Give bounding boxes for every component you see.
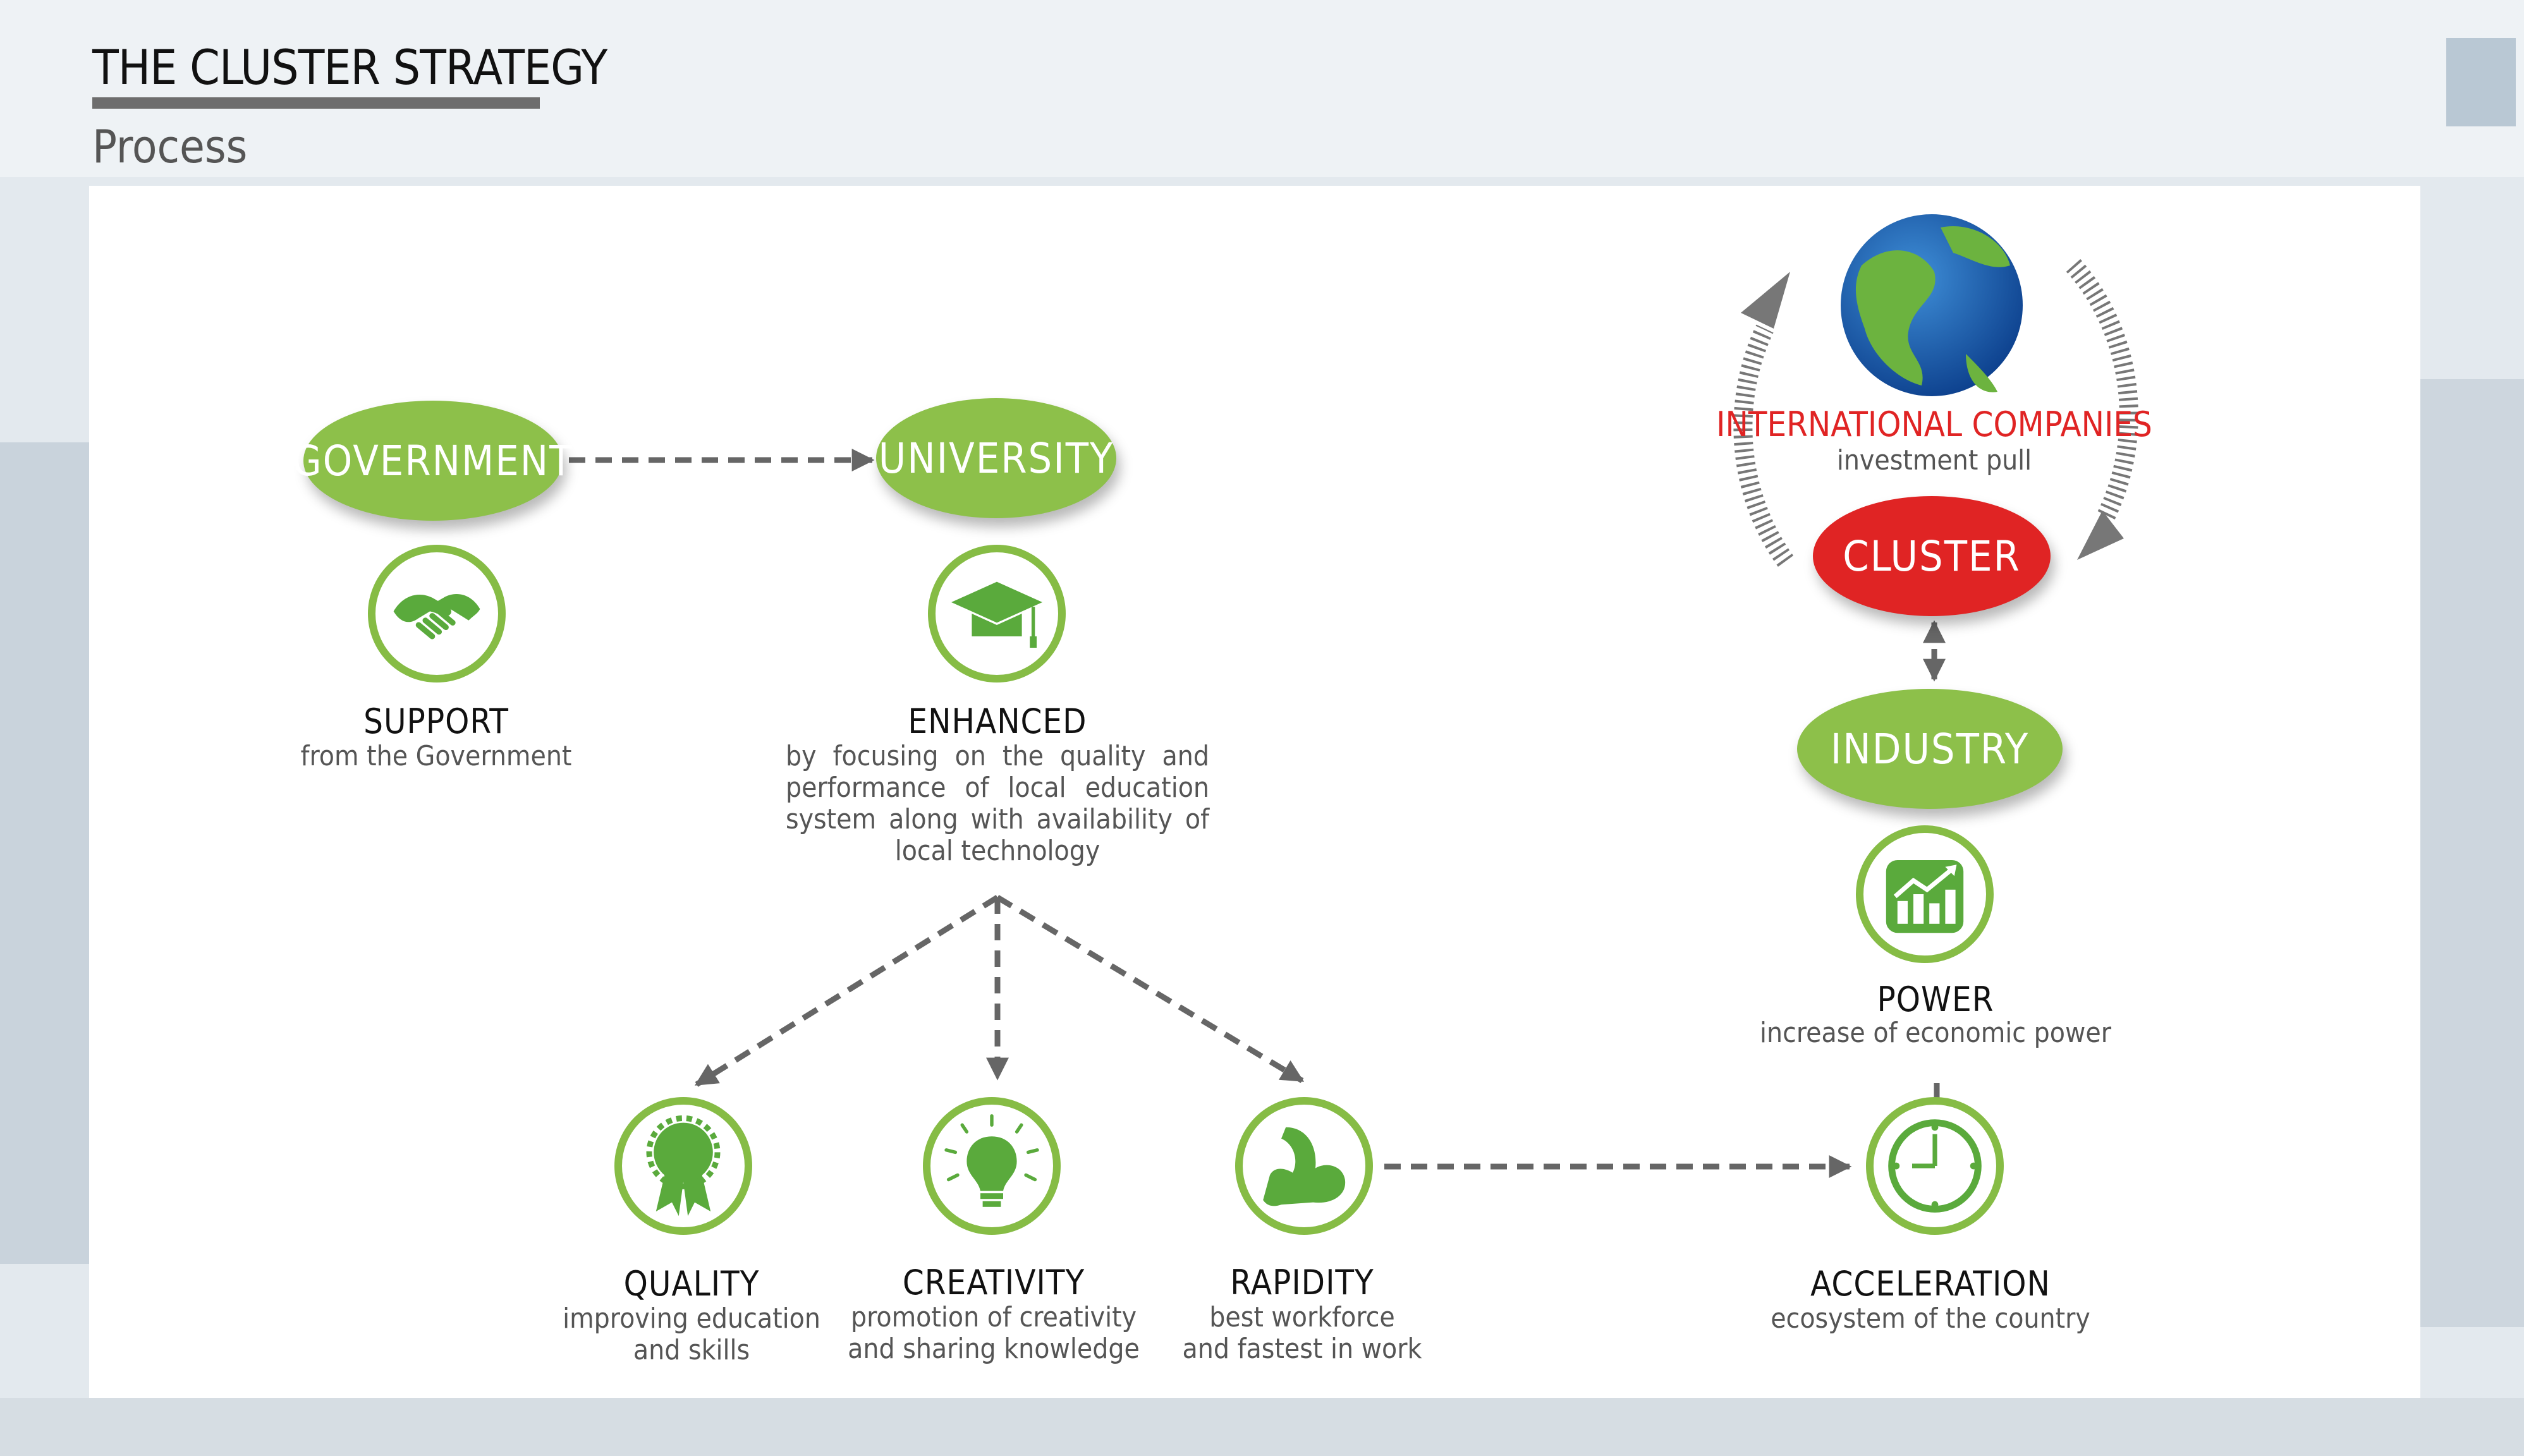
page-title: THE CLUSTER STRATEGY [92, 39, 607, 95]
cycle-arrow-right [2066, 259, 2138, 523]
arrow-enhanced-quality [694, 895, 999, 1087]
cycle-arrowhead-left [1741, 272, 1790, 329]
enhanced-desc: by focusing on the quality and performan… [786, 740, 1209, 867]
support-circle [368, 545, 506, 682]
cluster-node: CLUSTER [1813, 496, 2051, 616]
power-title: POWER [1877, 980, 1994, 1019]
growth-chart-icon [1886, 860, 1964, 933]
page-subtitle: Process [92, 120, 248, 173]
support-desc: from the Government [300, 740, 572, 772]
title-underline [92, 97, 540, 109]
support-title: SUPPORT [363, 701, 509, 741]
quality-circle [614, 1097, 752, 1235]
creativity-title: CREATIVITY [902, 1263, 1085, 1302]
acceleration-title: ACCELERATION [1810, 1264, 2051, 1304]
power-desc: increase of economic power [1760, 1017, 2111, 1049]
graduation-cap-icon [951, 581, 1042, 648]
government-node: GOVERNMENT [293, 401, 572, 521]
quality-title: QUALITY [623, 1264, 760, 1304]
award-rosette-icon [646, 1115, 721, 1216]
rapidity-circle [1235, 1097, 1373, 1235]
cycle-arrow-left [1733, 324, 1794, 567]
creativity-desc: promotion of creativity and sharing know… [848, 1301, 1140, 1365]
handshake-icon [393, 594, 480, 640]
clock-icon [1888, 1119, 1982, 1213]
industry-node: INDUSTRY [1797, 689, 2063, 809]
international-companies-label: INTERNATIONAL COMPANIES [1716, 404, 2152, 444]
rapidity-title: RAPIDITY [1230, 1263, 1374, 1302]
lightbulb-icon [944, 1114, 1039, 1207]
enhanced-title: ENHANCED [908, 701, 1087, 741]
arrow-enhanced-rapidity [996, 895, 1305, 1083]
quality-desc: improving education and skills [563, 1302, 820, 1366]
creativity-circle [923, 1097, 1061, 1235]
international-companies-desc: investment pull [1836, 444, 2032, 476]
university-node: UNIVERSITY [876, 398, 1116, 518]
acceleration-circle [1866, 1097, 2004, 1235]
muscle-arm-icon [1263, 1127, 1346, 1206]
cycle-arrowhead-right [2077, 511, 2124, 560]
acceleration-desc: ecosystem of the country [1771, 1302, 2090, 1335]
rapidity-desc: best workforce and fastest in work [1182, 1301, 1422, 1365]
power-circle [1856, 825, 1994, 963]
enhanced-circle [928, 545, 1066, 682]
